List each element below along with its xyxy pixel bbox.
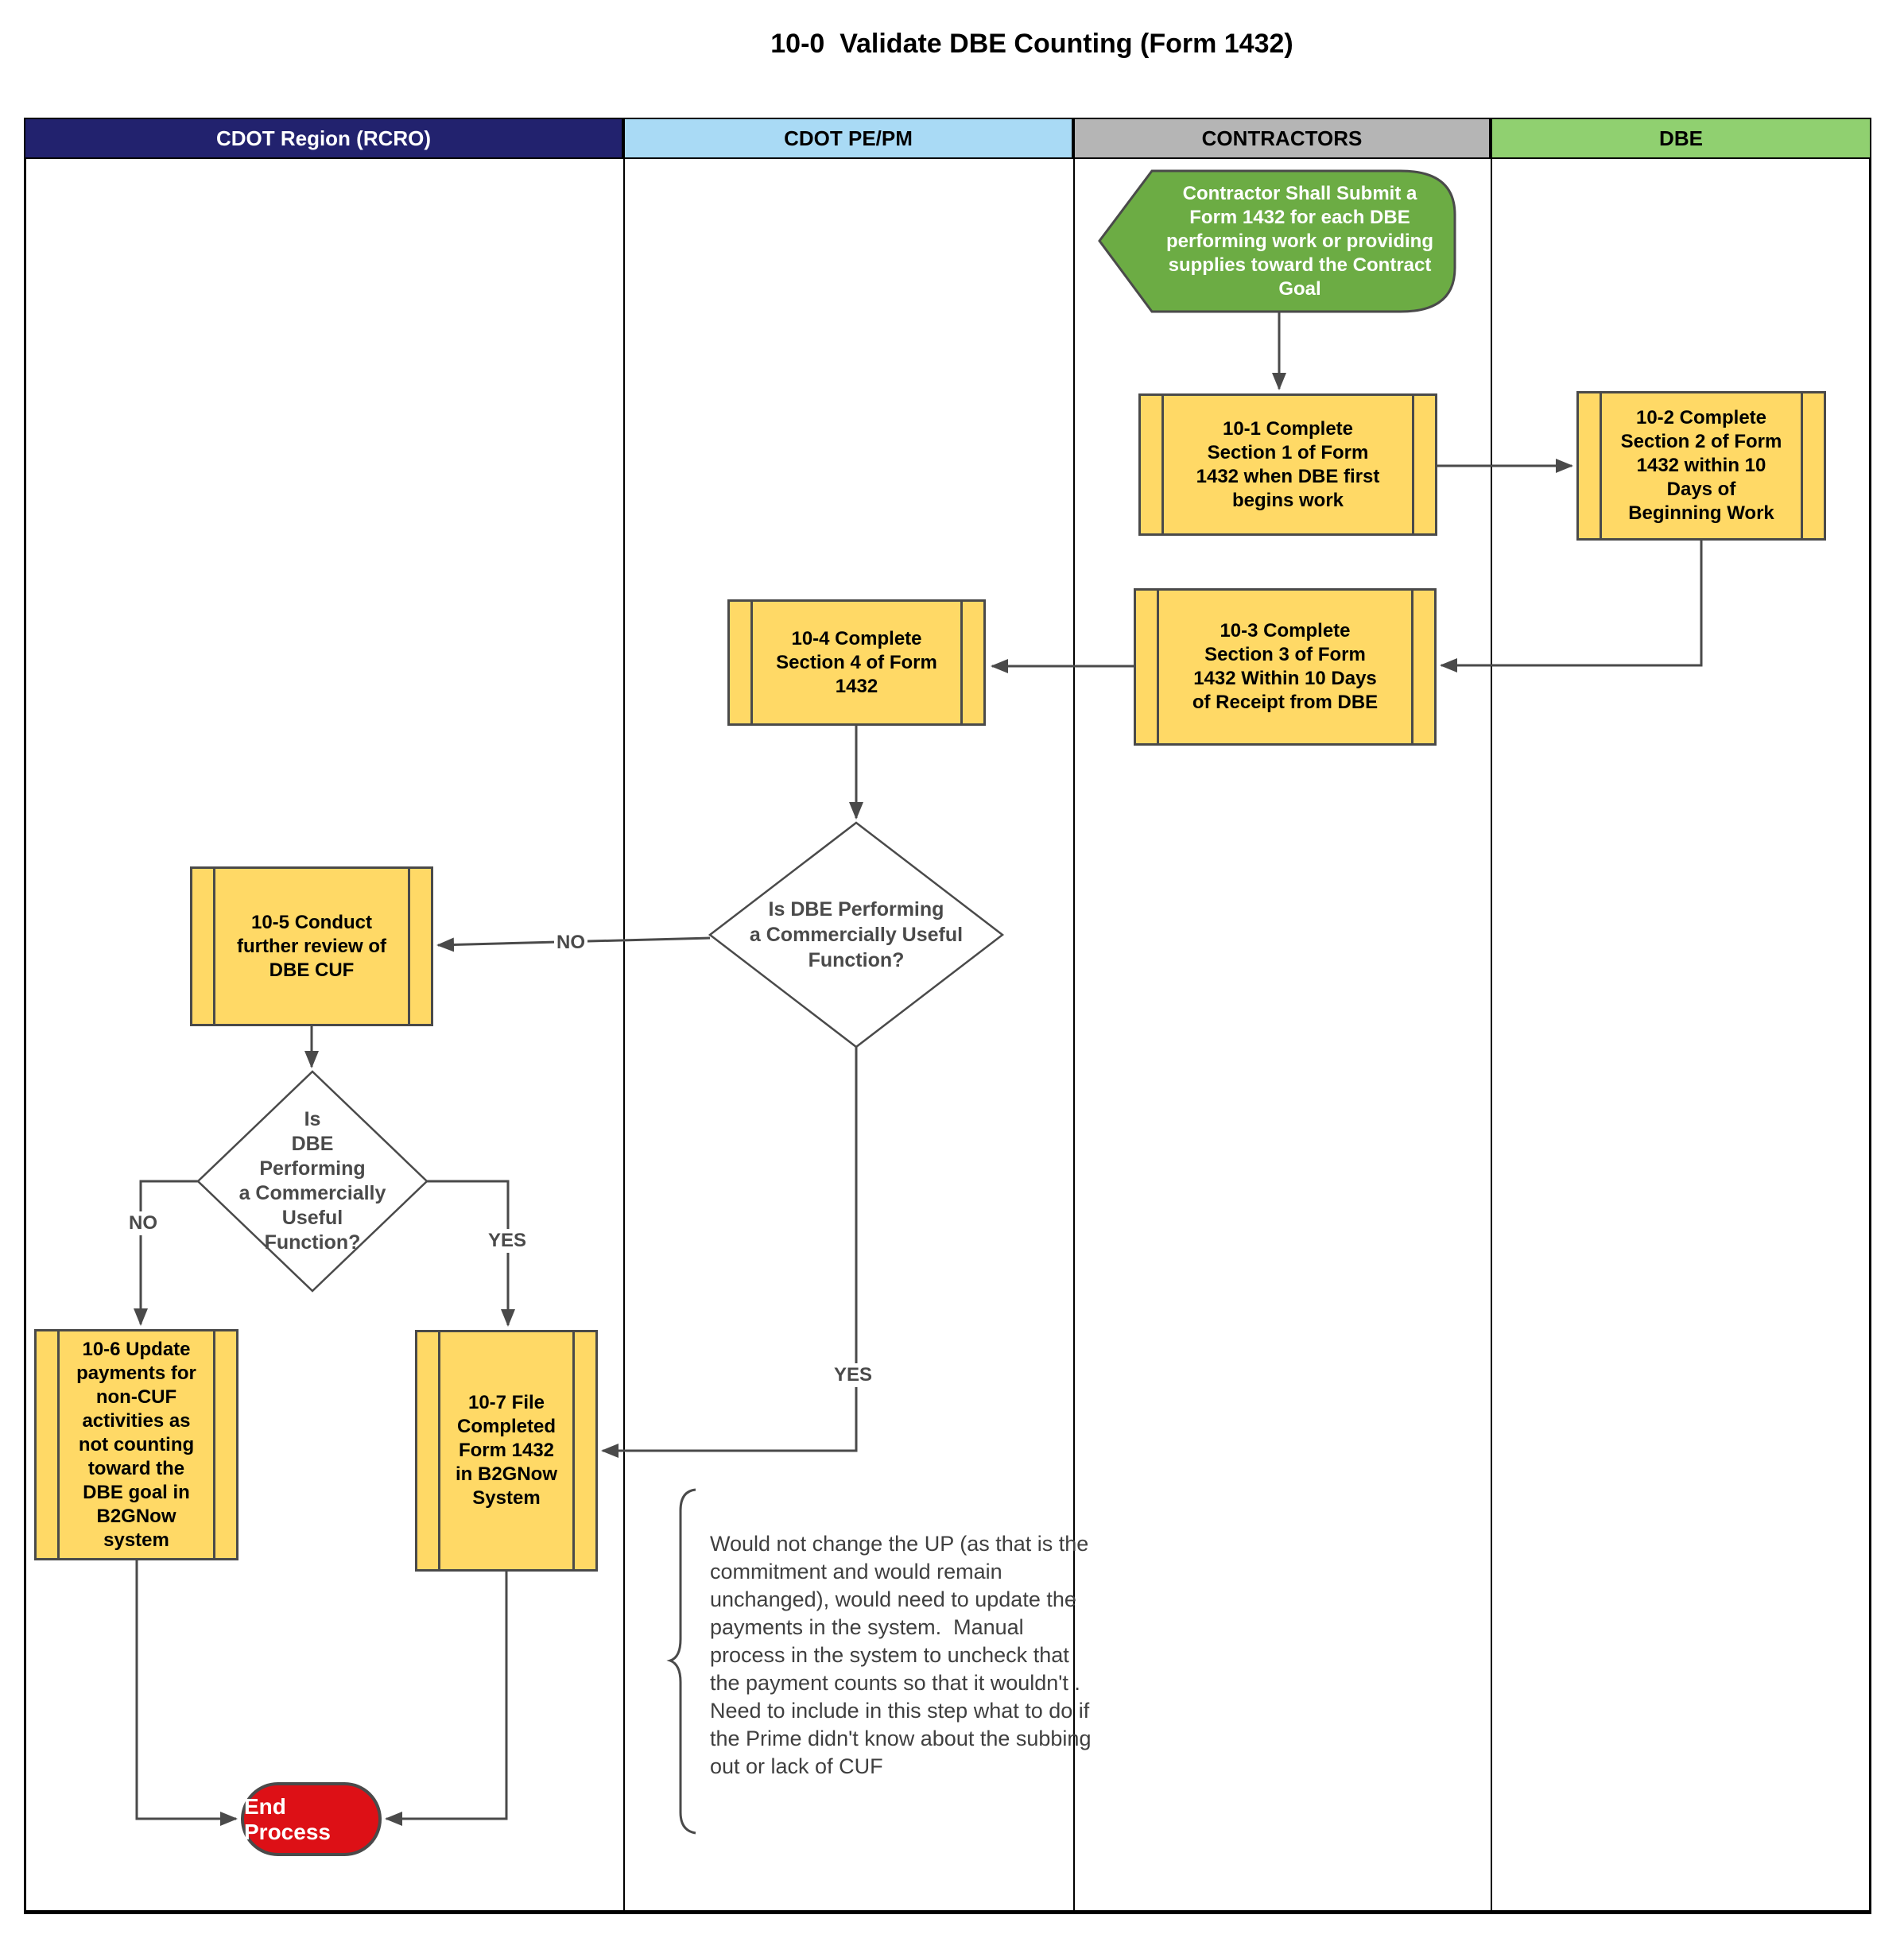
process-10-6-label: 10-6 Update payments for non-CUF activit… (76, 1338, 196, 1551)
process-10-4: 10-4 Complete Section 4 of Form 1432 (727, 599, 986, 726)
lane-header-dbe: DBE (1491, 118, 1871, 159)
process-10-4-label: 10-4 Complete Section 4 of Form 1432 (776, 627, 937, 697)
process-10-7: 10-7 File Completed Form 1432 in B2GNow … (415, 1330, 598, 1572)
process-10-2-label: 10-2 Complete Section 2 of Form 1432 wit… (1620, 407, 1782, 524)
process-10-2: 10-2 Complete Section 2 of Form 1432 wit… (1576, 391, 1826, 541)
edge-label-decision-1-yes: YES (831, 1363, 875, 1387)
lane-header-cdot-region: CDOT Region (RCRO) (24, 118, 623, 159)
edge-label-decision-2-yes: YES (485, 1229, 529, 1253)
annotation-text: Would not change the UP (as that is the … (710, 1532, 1097, 1778)
page-title: 10-0 Validate DBE Counting (Form 1432) (770, 29, 1293, 59)
process-10-1-label: 10-1 Complete Section 1 of Form 1432 whe… (1196, 417, 1380, 511)
process-10-5: 10-5 Conduct further review of DBE CUF (190, 866, 433, 1026)
lane-header-cdot-pepm: CDOT PE/PM (623, 118, 1073, 159)
process-10-5-label: 10-5 Conduct further review of DBE CUF (236, 911, 387, 981)
lane-divider-1 (623, 118, 625, 1914)
process-10-7-label: 10-7 File Completed Form 1432 in B2GNow … (455, 1392, 557, 1509)
process-10-1: 10-1 Complete Section 1 of Form 1432 whe… (1138, 393, 1437, 536)
edge-label-decision-1-no: NO (554, 931, 587, 955)
lane-divider-3 (1491, 118, 1492, 1914)
process-10-3: 10-3 Complete Section 3 of Form 1432 Wit… (1134, 588, 1437, 746)
edge-label-decision-2-no: NO (126, 1211, 160, 1235)
process-10-3-label: 10-3 Complete Section 3 of Form 1432 Wit… (1192, 620, 1379, 713)
end-process-node: End Process (241, 1782, 382, 1856)
lane-divider-2 (1073, 118, 1075, 1914)
lane-header-contractors: CONTRACTORS (1073, 118, 1491, 159)
process-10-6: 10-6 Update payments for non-CUF activit… (34, 1329, 238, 1560)
